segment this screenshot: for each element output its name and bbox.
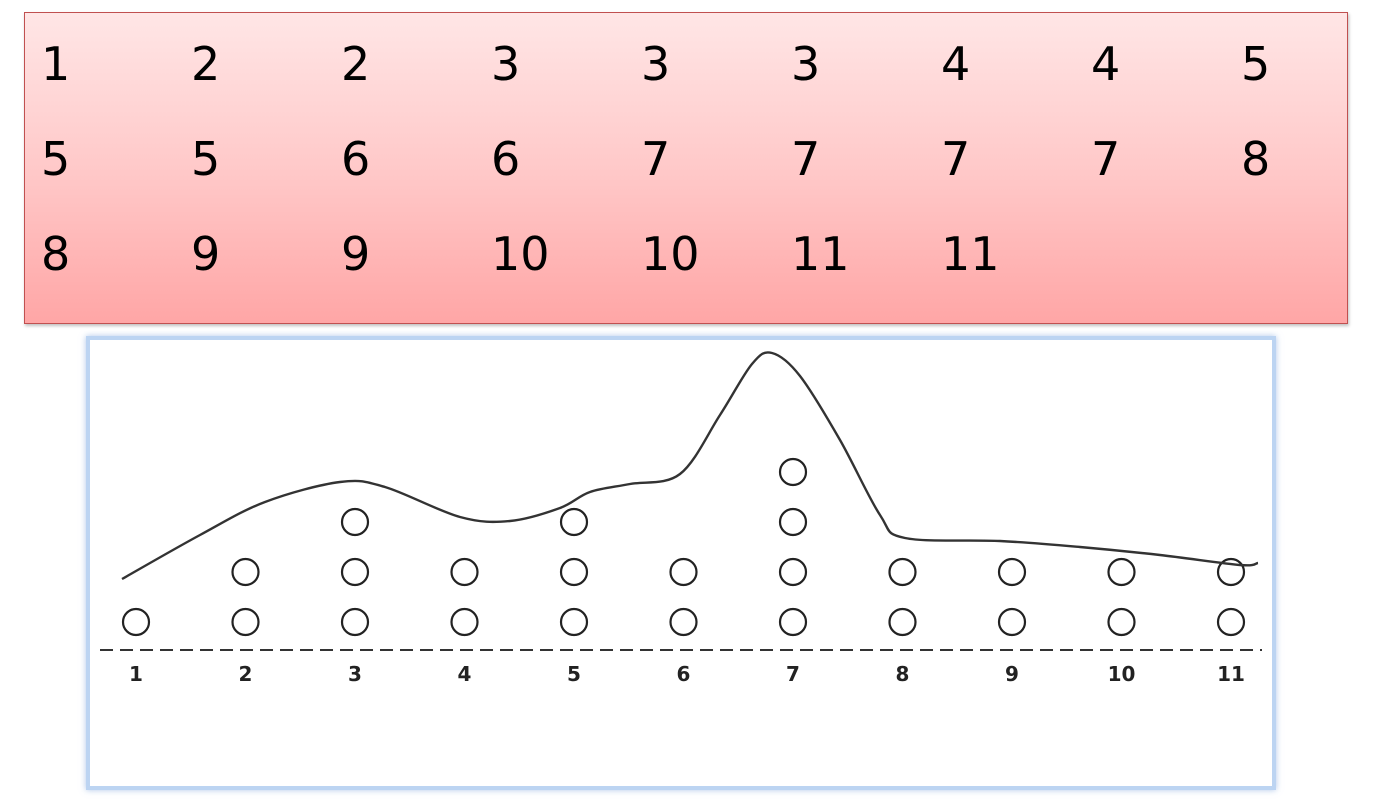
data-dot [450,607,479,637]
data-dot [559,607,589,637]
data-dot [340,557,370,587]
data-dot [997,607,1027,637]
data-value: 1 [41,37,71,91]
data-dot [997,557,1027,587]
data-dot [778,557,808,587]
data-dot [778,607,808,637]
data-value: 6 [491,132,521,186]
data-dot [340,607,370,637]
data-dot [669,607,698,637]
data-dot [559,507,589,537]
data-value: 7 [791,132,821,186]
x-tick-label: 6 [677,662,691,686]
data-dot [669,557,698,587]
data-value: 9 [191,227,221,281]
data-dot [1107,557,1136,587]
data-value: 3 [641,37,671,91]
dot-plot-frame [86,336,1276,790]
data-dot [1107,607,1136,637]
data-value: 10 [491,227,550,281]
x-tick-label: 9 [1005,662,1019,686]
data-value: 10 [641,227,700,281]
x-tick-label: 10 [1108,662,1136,686]
data-dot [559,557,589,587]
x-tick-label: 11 [1217,662,1245,686]
data-value: 8 [41,227,71,281]
x-tick-label: 8 [896,662,910,686]
data-value: 8 [1241,132,1271,186]
data-value: 3 [491,37,521,91]
data-value: 7 [941,132,971,186]
data-value: 11 [791,227,850,281]
distribution-curve [121,351,1259,581]
data-value: 5 [1241,37,1271,91]
data-value: 4 [941,37,971,91]
data-value: 7 [1091,132,1121,186]
data-dot [231,557,260,587]
data-dot [340,507,370,537]
data-value: 3 [791,37,821,91]
data-value: 9 [341,227,371,281]
data-dot [1216,607,1246,637]
data-value: 4 [1091,37,1121,91]
x-tick-label: 2 [239,662,253,686]
data-dot [121,607,151,637]
x-tick-label: 3 [348,662,362,686]
x-tick-label: 5 [567,662,581,686]
data-list-panel: 1 2 2 3 3 3 4 4 5 5 5 6 6 7 7 7 7 8 8 9 9 10 10 11 11 [24,12,1348,324]
data-dot [778,457,808,487]
data-value: 7 [641,132,671,186]
data-value: 2 [191,37,221,91]
data-dot [888,557,917,587]
data-value: 6 [341,132,371,186]
x-tick-label: 4 [458,662,472,686]
data-dot [778,507,808,537]
data-value: 11 [941,227,1000,281]
x-tick-label: 7 [786,662,800,686]
data-dot [231,607,260,637]
x-tick-label: 1 [129,662,143,686]
data-value: 5 [191,132,221,186]
data-value: 2 [341,37,371,91]
data-dot [1216,557,1246,587]
data-value: 5 [41,132,71,186]
data-dot [888,607,917,637]
data-dot [450,557,479,587]
